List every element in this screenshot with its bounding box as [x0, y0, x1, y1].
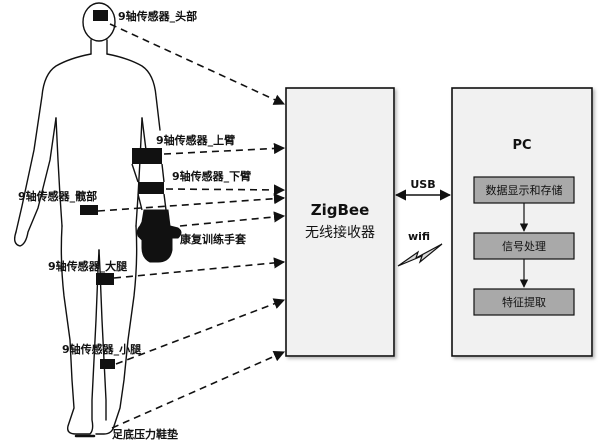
receiver-line1: ZigBee — [311, 201, 370, 219]
wifi-lightning-icon — [397, 243, 443, 267]
arrow-glove — [179, 211, 286, 227]
label-insole: 足底压力鞋垫 — [112, 427, 178, 441]
usb-label: USB — [410, 178, 435, 191]
forearm-outline — [131, 163, 167, 211]
sensor-hip-marker — [80, 205, 98, 215]
process-label-signal: 信号处理 — [502, 240, 546, 253]
sensor-thigh-marker — [96, 273, 114, 285]
sensor-calf-marker — [100, 359, 115, 369]
sensor-head-marker — [93, 10, 108, 21]
zigbee-receiver-box — [285, 87, 395, 357]
process-block-signal — [473, 232, 575, 260]
process-block-display-storage — [473, 176, 575, 204]
arrow-forearm — [165, 184, 286, 196]
arrow-insole — [111, 350, 286, 429]
arrow-thigh — [113, 257, 286, 279]
arm-bands — [131, 148, 167, 211]
arrow-head — [109, 23, 286, 105]
forearm-band — [138, 182, 164, 194]
label-head-sensor: 9轴传感器_头部 — [118, 9, 197, 23]
process-label-feature: 特征提取 — [502, 295, 546, 309]
label-hip-sensor: 9轴传感器_髋部 — [18, 189, 97, 203]
arrow-hip — [97, 193, 286, 212]
pc-box — [451, 87, 593, 357]
arrow-upper-arm — [163, 142, 286, 155]
label-calf-sensor: 9轴传感器_小腿 — [62, 342, 142, 356]
process-label-display-storage: 数据显示和存储 — [486, 183, 563, 197]
label-thigh-sensor: 9轴传感器_大腿 — [48, 259, 128, 273]
label-upper-arm-sensor: 9轴传感器_上臂 — [156, 133, 235, 147]
wifi-label: wifi — [408, 230, 430, 243]
pc-process-blocks: 数据显示和存储 信号处理 特征提取 — [473, 176, 575, 316]
label-forearm-sensor: 9轴传感器_下臂 — [172, 169, 251, 183]
arrow-calf — [115, 298, 286, 365]
glove-icon — [136, 209, 182, 263]
upper-arm-band — [132, 148, 162, 164]
label-glove: 康复训练手套 — [180, 232, 247, 246]
pc-title: PC — [512, 138, 531, 153]
human-body-outline — [13, 2, 161, 438]
process-block-feature — [473, 288, 575, 316]
sensor-arrows — [97, 23, 286, 429]
sensor-markers — [80, 10, 115, 369]
receiver-line2: 无线接收器 — [305, 224, 375, 241]
head-outline — [82, 2, 116, 42]
